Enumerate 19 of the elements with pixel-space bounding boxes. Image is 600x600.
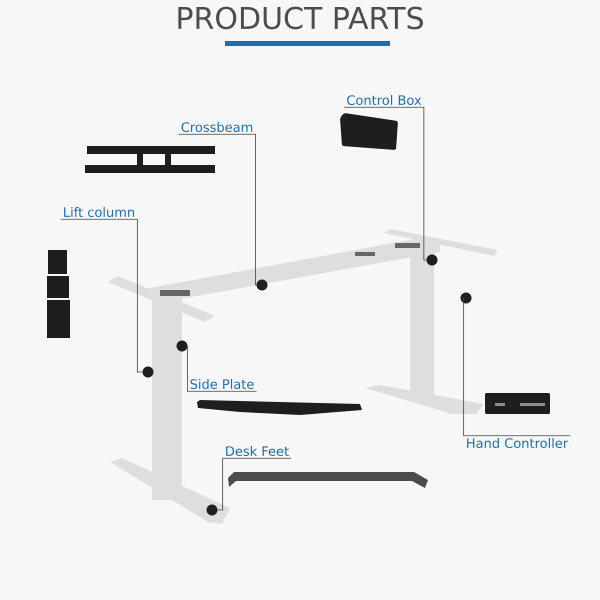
- part-label: Crossbeam: [181, 122, 252, 132]
- part-label: Lift column: [64, 206, 134, 218]
- title: PRODUCT PARTS: [178, 6, 423, 30]
- leader-line: [344, 106, 427, 260]
- marker-dot: [206, 504, 218, 516]
- marker-dot: [142, 366, 154, 378]
- part-label: Desk Feet: [226, 446, 289, 456]
- leader-line: [187, 346, 257, 392]
- part-label: Control Box: [347, 94, 422, 106]
- part-label: Side Plate: [190, 378, 254, 390]
- leader-line: [460, 298, 571, 436]
- marker-dot: [176, 340, 188, 352]
- marker-dot: [460, 292, 472, 304]
- leader-line: [178, 134, 257, 286]
- marker-dot: [256, 280, 268, 290]
- marker-dot: [426, 254, 438, 266]
- leader-line: [217, 458, 292, 510]
- part-label: Hand Controller: [467, 438, 568, 448]
- leader-line: [60, 218, 143, 372]
